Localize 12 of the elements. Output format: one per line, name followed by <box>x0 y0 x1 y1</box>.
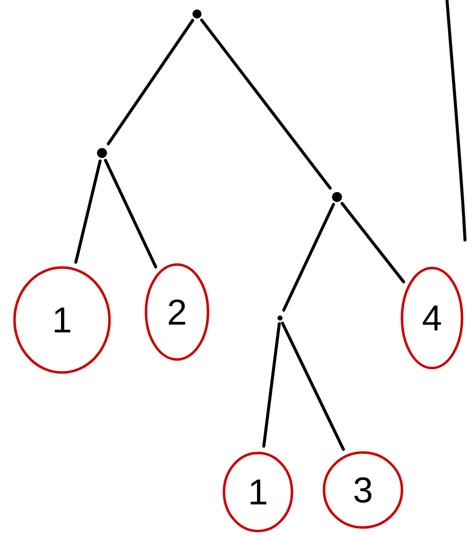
tree-branch <box>262 322 281 448</box>
tree-branch <box>104 158 158 268</box>
branch-point <box>278 316 282 320</box>
branch-point <box>192 10 202 18</box>
tree-branch <box>106 18 194 146</box>
tree-branch <box>282 202 335 312</box>
tree-branch <box>74 159 102 264</box>
branch-point <box>332 192 342 202</box>
tree-branch <box>200 18 332 190</box>
tree-branch <box>340 202 406 284</box>
branch-point <box>97 148 107 158</box>
tree-branch <box>280 322 345 451</box>
